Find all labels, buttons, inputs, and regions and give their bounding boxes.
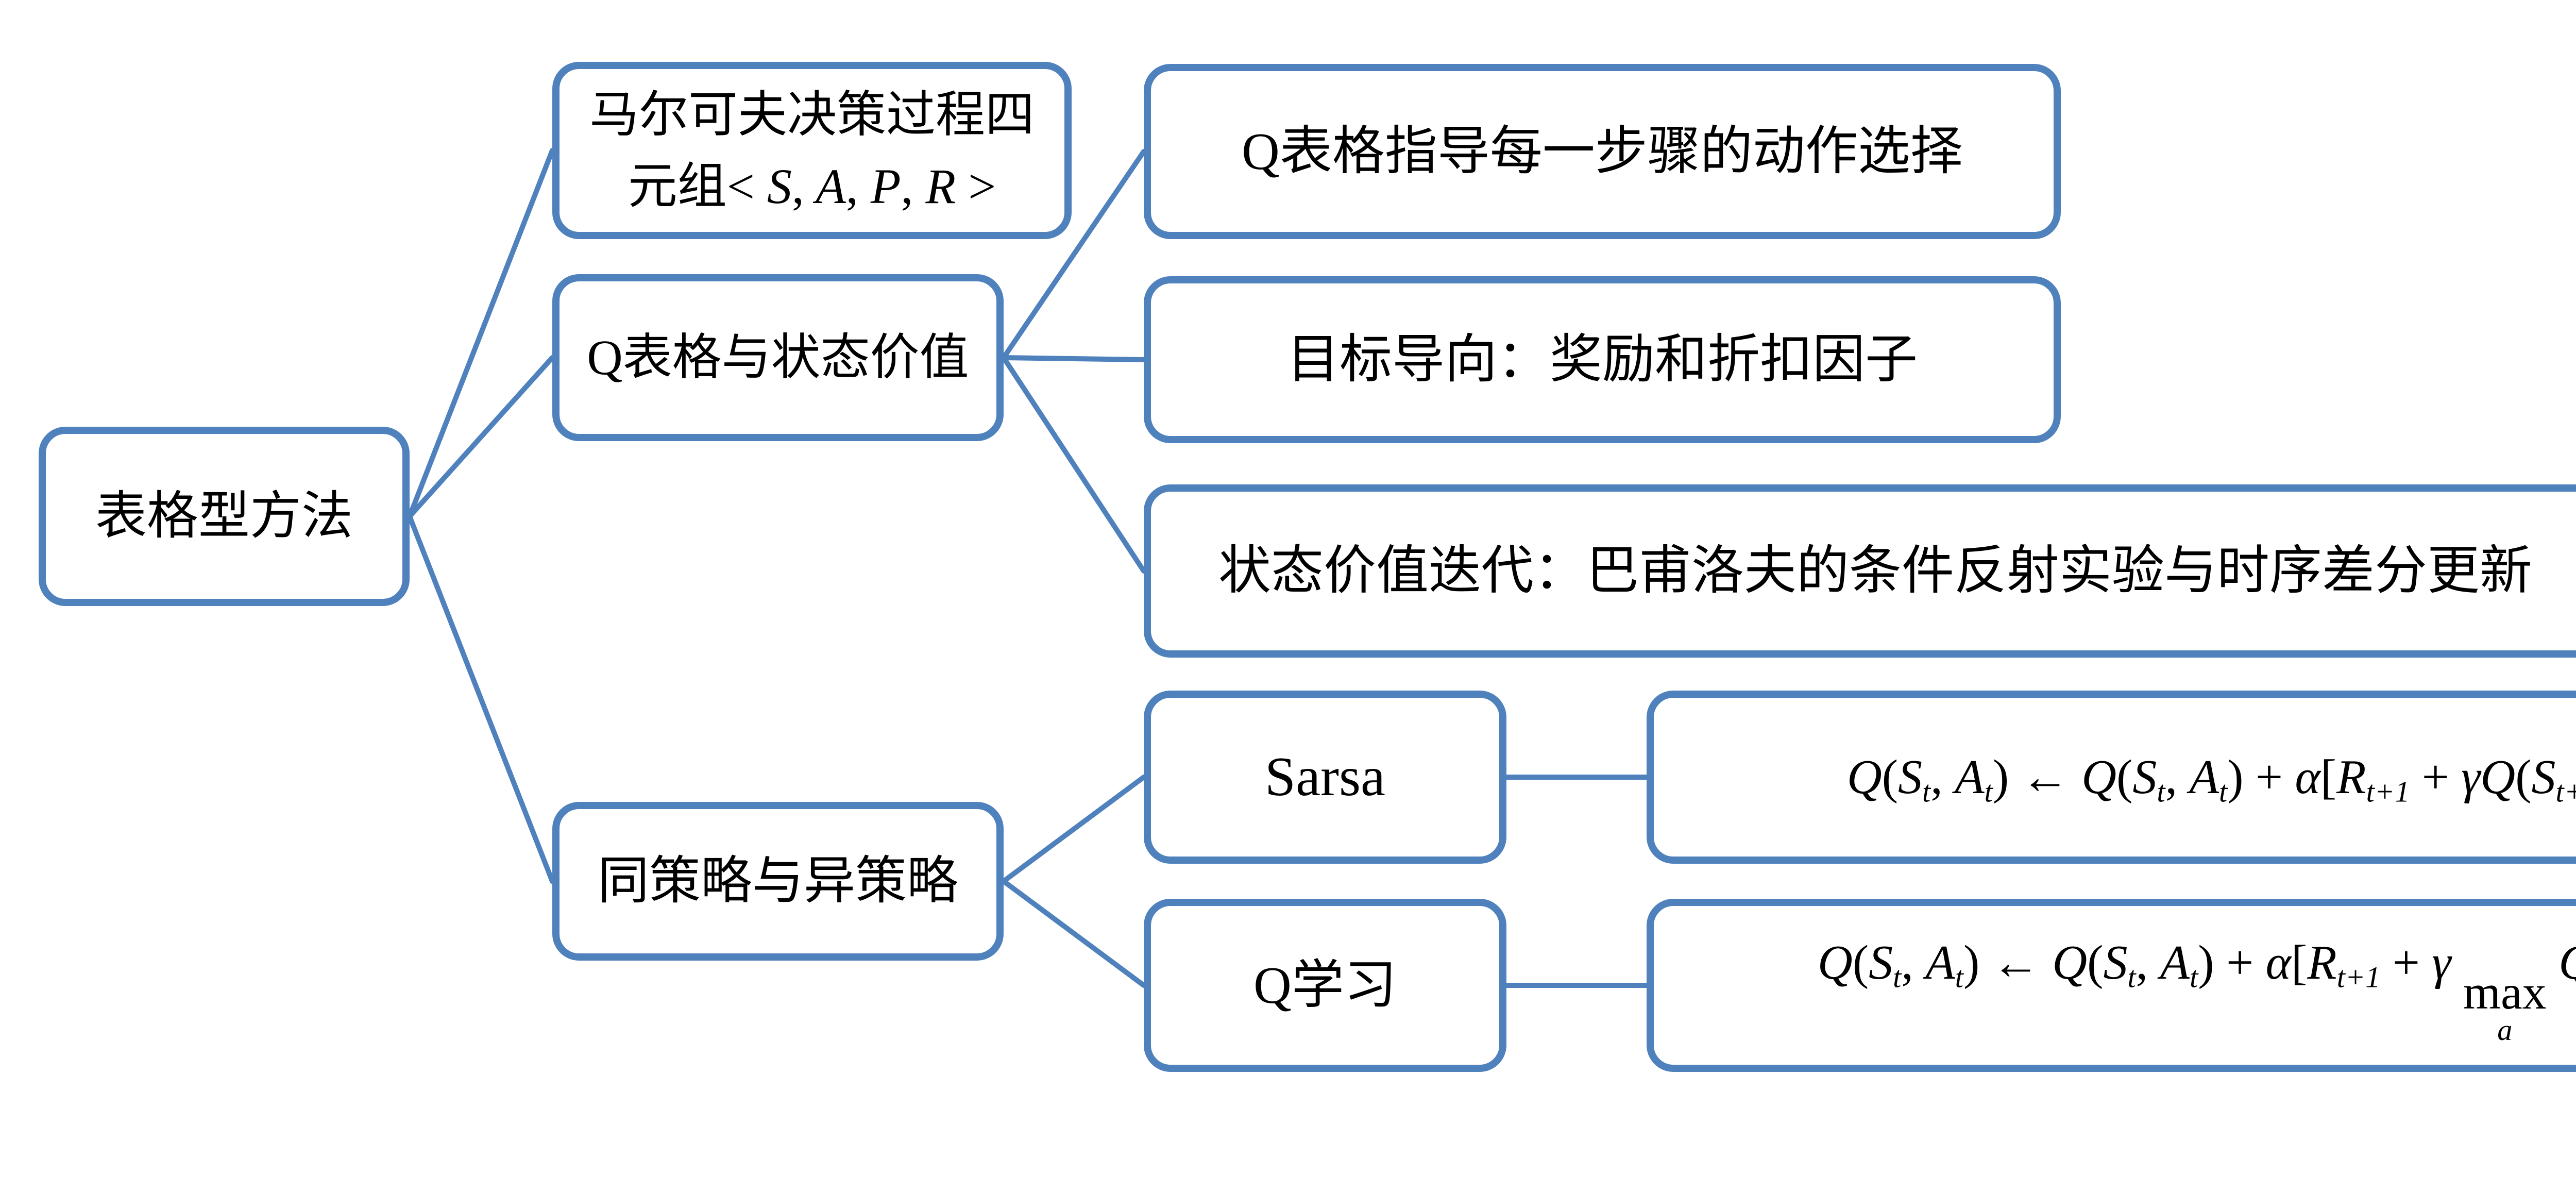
node-goal-oriented: 目标导向：奖励和折扣因子: [1144, 276, 2061, 443]
node-qtable-state-value: Q表格与状态价值: [552, 274, 1004, 441]
node-sarsa-label: Sarsa: [1265, 746, 1385, 808]
node-sarsa-formula: Q(St, At) ← Q(St, At) + α[Rt+1 + γQ(St+1…: [1647, 691, 2576, 864]
node-qtable-guides-actions-label: Q表格指导每一步骤的动作选择: [1242, 122, 1963, 181]
node-on-off-policy-label: 同策略与异策略: [598, 852, 958, 910]
sarsa-update-formula: Q(St, At) ← Q(St, At) + α[Rt+1 + γQ(St+1…: [1846, 750, 2576, 808]
node-qlearning: Q学习: [1144, 899, 1506, 1072]
node-state-value-iteration-label: 状态价值迭代：巴甫洛夫的条件反射实验与时序差分更新: [1218, 542, 2532, 600]
edge-policy-sarsa: [1001, 775, 1146, 884]
node-root-label: 表格型方法: [95, 488, 353, 545]
edge-root-qtable: [407, 355, 555, 519]
node-qtable-guides-actions: Q表格指导每一步骤的动作选择: [1144, 64, 2061, 239]
edge-policy-qlearning: [1001, 879, 1146, 988]
node-mdp-tuple-label: 马尔可夫决策过程四元组< S, A, P, R >: [589, 87, 1035, 214]
node-goal-oriented-label: 目标导向：奖励和折扣因子: [1287, 330, 1918, 389]
node-mdp-tuple: 马尔可夫决策过程四元组< S, A, P, R >: [552, 62, 1072, 239]
node-sarsa: Sarsa: [1144, 691, 1506, 864]
edge-qtable-qguide: [1001, 149, 1146, 360]
node-root: 表格型方法: [39, 427, 410, 606]
edge-root-policy: [407, 514, 555, 884]
node-state-value-iteration: 状态价值迭代：巴甫洛夫的条件反射实验与时序差分更新: [1144, 484, 2576, 658]
node-on-off-policy: 同策略与异策略: [552, 802, 1004, 961]
edge-qtable-goal: [1001, 355, 1146, 362]
node-qtable-state-value-label: Q表格与状态价值: [587, 330, 969, 385]
edge-qtable-valueiter: [1001, 355, 1146, 574]
edge-root-mdp: [407, 148, 555, 519]
node-qlearning-label: Q学习: [1253, 956, 1397, 1015]
